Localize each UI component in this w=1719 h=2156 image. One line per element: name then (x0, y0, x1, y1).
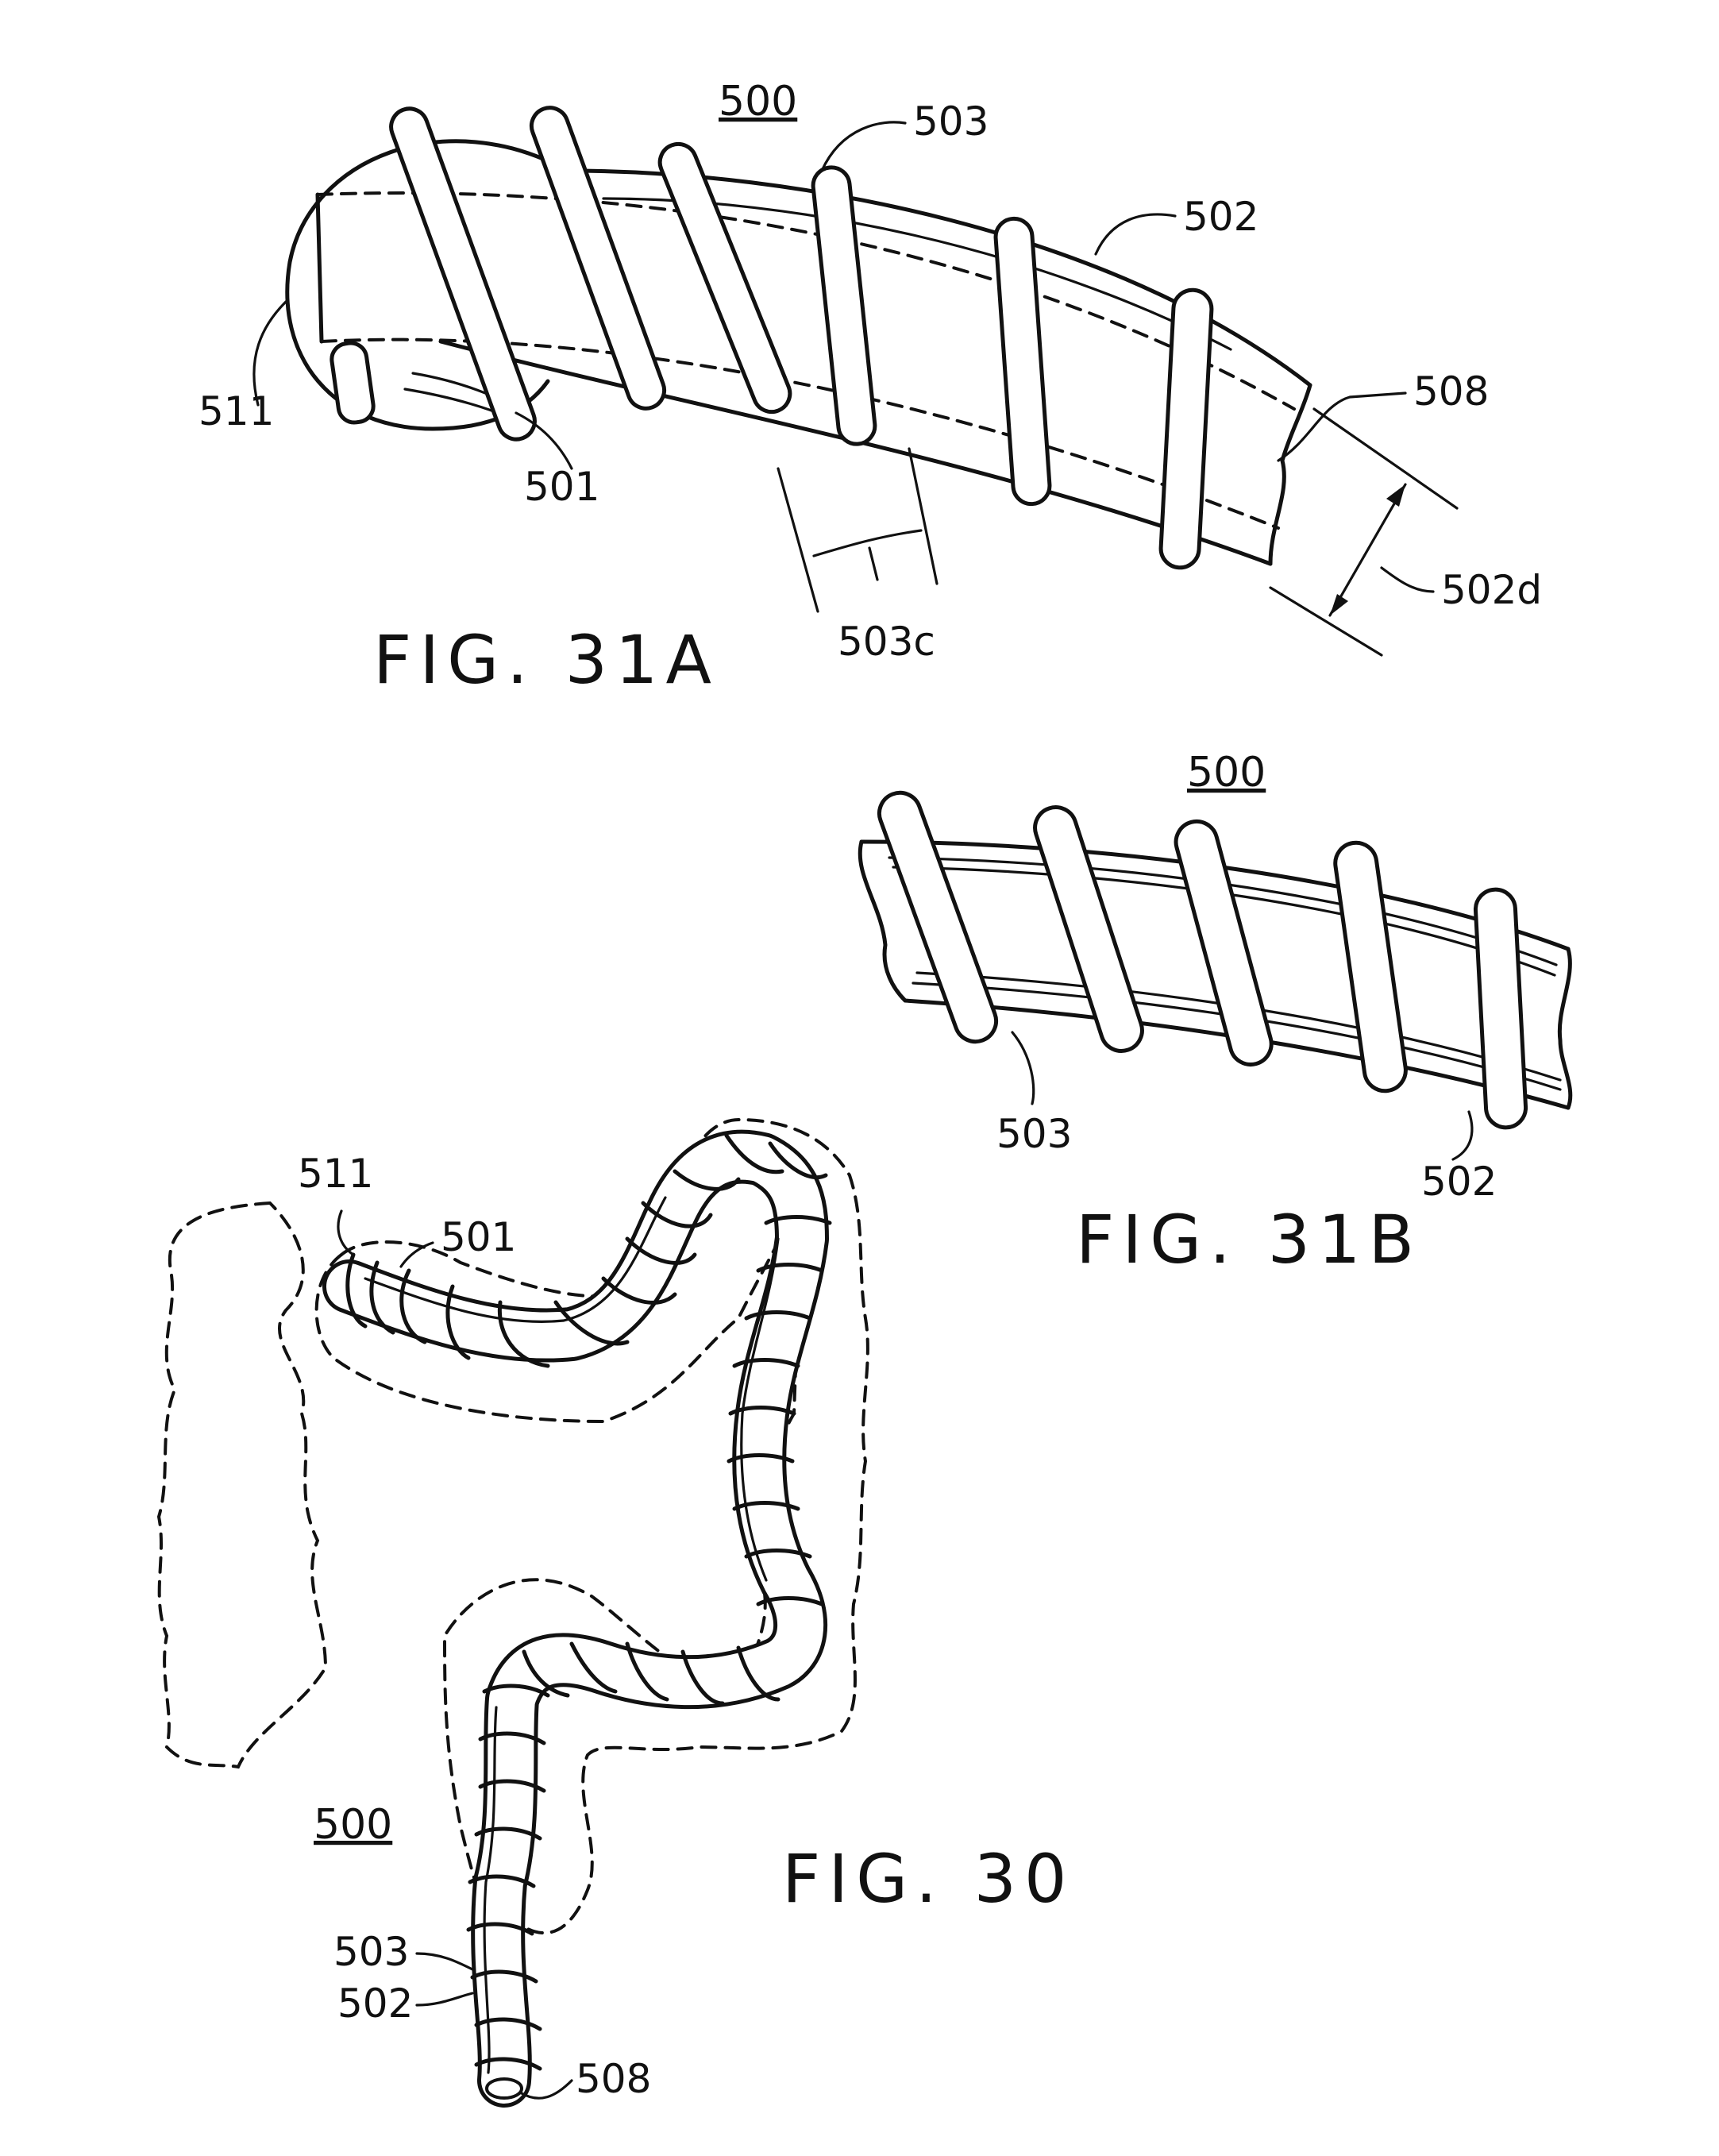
fig31a-label-coil-pitch: 503c (838, 619, 935, 665)
fig30-label-tip-coil: 511 (298, 1151, 373, 1197)
figure-30: 511 501 500 503 502 508 FIG. 30 (159, 1120, 1074, 2102)
fig31b-coil-winding (873, 787, 1002, 1047)
fig30-tube-opening (487, 2079, 522, 2098)
fig31a-coil-winding (994, 218, 1050, 505)
fig31a-label-coil: 503 (913, 98, 989, 145)
fig31a-coil-winding (811, 166, 877, 446)
fig31a-coil-winding (1160, 289, 1212, 569)
fig31b-label-tube: 502 (1421, 1159, 1497, 1205)
fig31a-coil-windings (386, 102, 1212, 569)
fig30-label-tip: 501 (441, 1214, 516, 1260)
fig31a-tip-coil (330, 341, 375, 424)
fig31a-label-diameter: 502d (1441, 567, 1542, 613)
fig30-ref-500: 500 (314, 1801, 392, 1849)
fig31a-label-tip-coil: 511 (198, 388, 274, 434)
fig30-label-tube: 502 (337, 1981, 413, 2027)
fig31b-coil-windings (873, 787, 1527, 1128)
fig31b-label-coil: 503 (996, 1111, 1072, 1157)
fig30-label-coil: 503 (333, 1929, 409, 1975)
figure-31b: 500 503 502 FIG. 31B (860, 749, 1571, 1279)
fig31a-label-tip: 501 (524, 464, 599, 510)
fig31a-title: FIG. 31A (373, 621, 719, 699)
fig31a-label-tube: 502 (1183, 194, 1258, 240)
fig31a-coil-winding (386, 103, 540, 444)
fig31b-title: FIG. 31B (1076, 1201, 1422, 1279)
fig31a-ref-500: 500 (719, 78, 797, 125)
fig30-title: FIG. 30 (782, 1840, 1074, 1918)
fig31a-label-lumen: 508 (1413, 368, 1489, 415)
fig31b-ref-500: 500 (1187, 749, 1266, 796)
figure-31a: 500 503 502 508 502d 503c 511 501 FIG. 3… (198, 78, 1542, 699)
fig31b-coil-winding (1474, 889, 1527, 1128)
fig30-label-lumen: 508 (576, 2056, 651, 2102)
